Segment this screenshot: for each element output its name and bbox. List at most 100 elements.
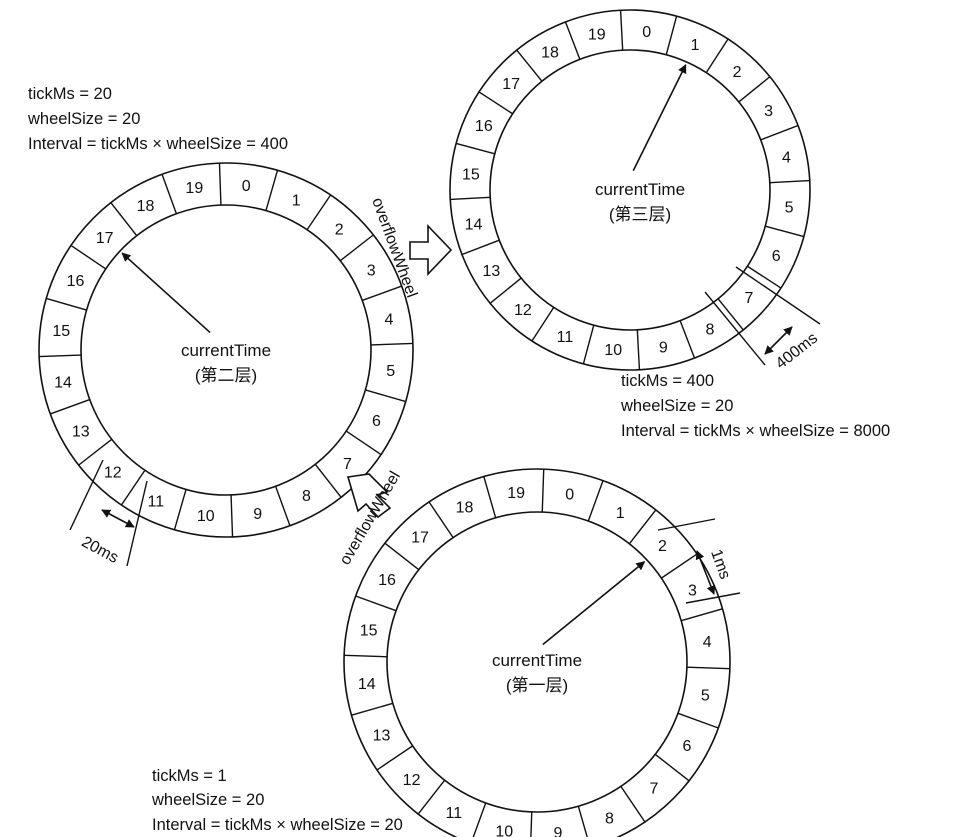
slot-label: 19 — [507, 485, 525, 502]
slot-divider — [760, 124, 799, 141]
slot-label: 1 — [292, 193, 301, 210]
slot-label: 9 — [253, 506, 262, 523]
wheel-param-wheelsize: wheelSize = 20 — [27, 110, 140, 128]
slot-divider — [345, 430, 382, 456]
slot-label: 2 — [733, 64, 742, 81]
slot-divider — [628, 509, 657, 545]
slot-label: 12 — [403, 772, 421, 789]
slot-label: 15 — [462, 166, 480, 183]
span-line-left — [657, 518, 716, 531]
wheel-param-wheelsize: wheelSize = 20 — [151, 791, 264, 809]
slot-label: 18 — [137, 198, 155, 215]
slot-label: 17 — [96, 230, 114, 247]
wheel-inner-ring — [489, 49, 771, 331]
wheel-param-interval: Interval = tickMs × wheelSize = 20 — [152, 816, 403, 834]
slot-divider — [384, 542, 420, 571]
slot-divider — [173, 489, 187, 530]
span-line-right — [735, 266, 821, 325]
slot-label: 9 — [659, 340, 668, 357]
wheel-inner-ring — [80, 204, 372, 496]
slot-label: 7 — [343, 456, 352, 473]
slot-divider — [530, 811, 533, 837]
slot-divider — [679, 320, 696, 359]
slot-label: 11 — [446, 805, 463, 822]
slot-label: 7 — [650, 780, 659, 797]
span-line-left — [704, 291, 766, 366]
slot-label: 10 — [495, 823, 513, 837]
tick-span-indicator: 400ms — [704, 266, 821, 373]
slot-label: 13 — [72, 423, 90, 440]
wheel-level-label: (第二层) — [195, 366, 257, 385]
span-arrow — [764, 326, 793, 355]
slot-divider — [564, 21, 581, 60]
slot-label: 11 — [148, 493, 165, 510]
slot-divider — [665, 15, 678, 55]
slot-label: 13 — [373, 727, 391, 744]
slot-label: 1 — [691, 37, 700, 54]
slot-divider — [365, 389, 406, 403]
slot-label: 5 — [785, 200, 794, 217]
span-line-left — [69, 459, 104, 531]
slot-divider — [654, 753, 690, 782]
slot-divider — [531, 307, 555, 342]
slot-divider — [516, 49, 543, 82]
slot-label: 15 — [52, 323, 70, 340]
slot-label: 6 — [772, 248, 781, 265]
slot-label: 8 — [605, 810, 614, 827]
wheel-outer-ring — [343, 468, 731, 837]
slot-divider — [78, 438, 113, 466]
slot-divider — [161, 174, 178, 214]
slot-divider — [680, 608, 723, 622]
slot-divider — [218, 163, 222, 206]
slot-divider — [376, 745, 414, 771]
slot-label: 2 — [335, 222, 344, 239]
wheel-param-tickms: tickMs = 1 — [152, 767, 227, 785]
slot-label: 8 — [706, 322, 715, 339]
span-label: 400ms — [773, 330, 821, 373]
slot-divider — [577, 805, 588, 837]
slot-label: 14 — [358, 676, 376, 693]
slot-divider — [455, 142, 495, 155]
slot-label: 16 — [378, 572, 396, 589]
wheel-param-interval: Interval = tickMs × wheelSize = 400 — [28, 135, 288, 153]
span-arrow — [101, 509, 135, 528]
slot-label: 7 — [744, 290, 753, 307]
slot-divider — [50, 398, 90, 415]
slot-divider — [489, 277, 522, 304]
slot-divider — [362, 285, 402, 302]
slot-divider — [478, 91, 513, 115]
slot-label: 4 — [384, 311, 393, 328]
slot-divider — [461, 239, 500, 256]
slot-divider — [314, 463, 342, 498]
wheel-param-wheelsize: wheelSize = 20 — [620, 397, 733, 415]
slot-label: 17 — [502, 76, 520, 93]
slot-divider — [110, 202, 138, 237]
slot-divider — [274, 486, 291, 526]
current-time-pointer — [632, 64, 687, 172]
slot-divider — [705, 38, 729, 73]
slot-label: 3 — [367, 263, 376, 280]
slot-label: 12 — [514, 302, 532, 319]
wheel-inner-ring — [386, 511, 688, 813]
slot-label: 0 — [565, 487, 574, 504]
wheel-param-tickms: tickMs = 400 — [621, 372, 714, 390]
slot-divider — [355, 595, 397, 612]
slot-divider — [769, 179, 810, 184]
slot-divider — [765, 225, 805, 238]
wheel-center-label: currentTime — [492, 651, 582, 670]
wheel-param-tickms: tickMs = 20 — [28, 85, 112, 103]
slot-divider — [450, 196, 491, 201]
wheel-outer-ring — [449, 9, 811, 371]
span-label: 1ms — [707, 547, 733, 581]
slot-label: 9 — [553, 825, 562, 837]
slot-label: 5 — [701, 688, 710, 705]
wheel-center-label: currentTime — [595, 180, 685, 199]
slot-divider — [344, 654, 388, 658]
slot-label: 14 — [465, 216, 483, 233]
slot-divider — [472, 802, 487, 837]
